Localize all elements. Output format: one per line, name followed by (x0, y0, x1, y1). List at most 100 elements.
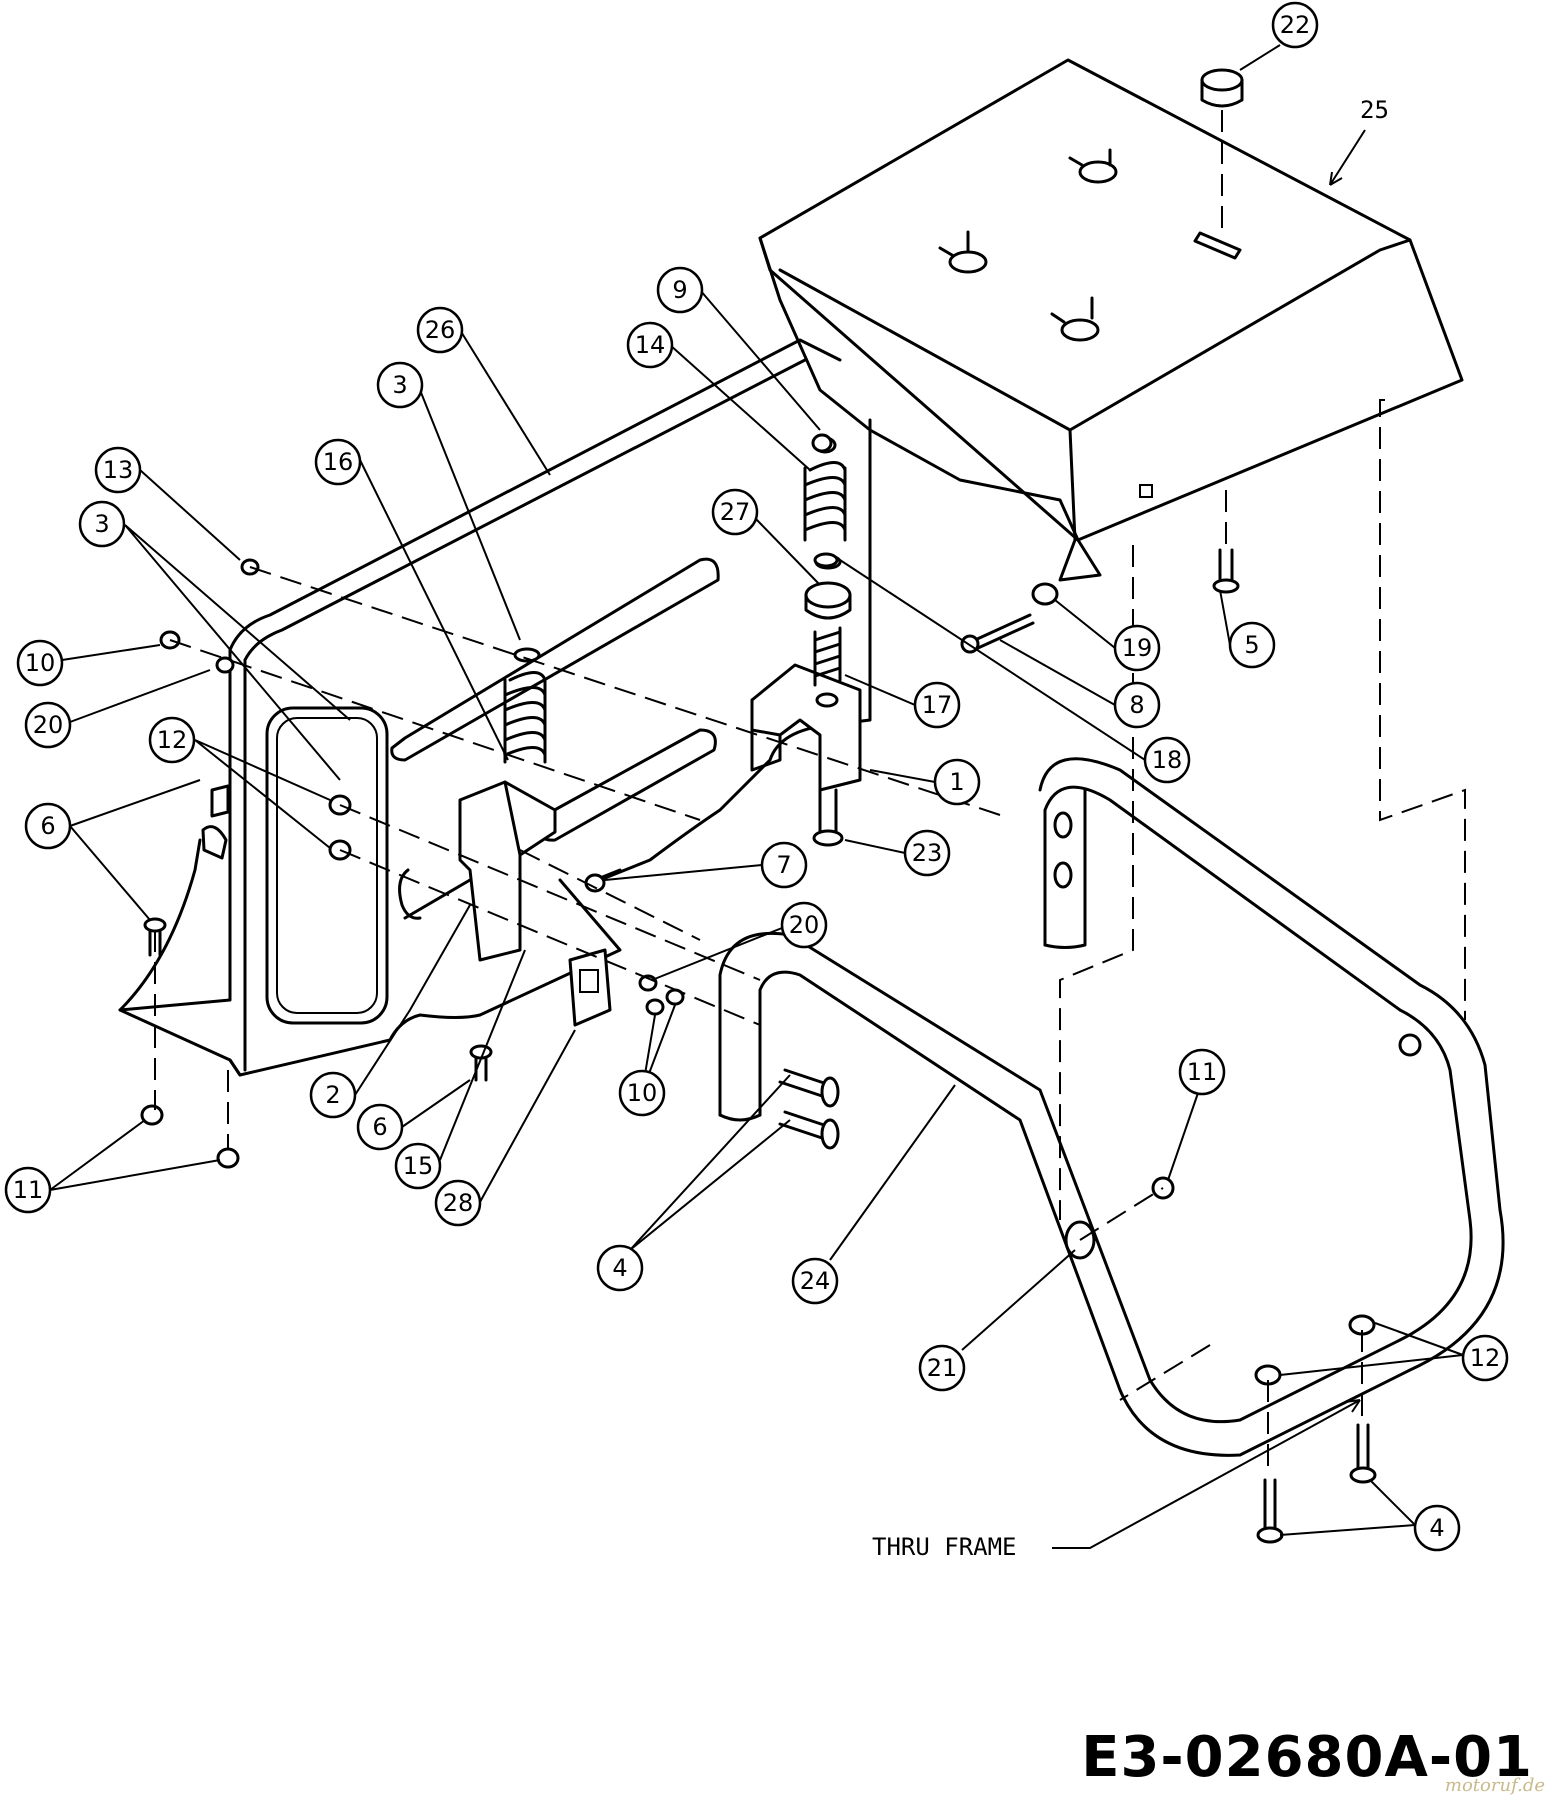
svg-text:20: 20 (789, 911, 820, 939)
leader-25 (1329, 129, 1366, 186)
bolt-6-left (143, 917, 167, 957)
callout-13: 13 (94, 446, 241, 561)
frame-panel (118, 338, 872, 1077)
nut-10-lower (645, 988, 685, 1016)
svg-text:6: 6 (372, 1113, 387, 1141)
callout-10-upper: 10 (16, 639, 161, 687)
svg-text:3: 3 (94, 510, 109, 538)
callout-26: 26 (416, 306, 551, 476)
svg-text:18: 18 (1152, 746, 1183, 774)
callout-4-right: 4 (1279, 1479, 1461, 1552)
svg-text:4: 4 (612, 1254, 627, 1282)
svg-text:23: 23 (912, 839, 943, 867)
svg-text:13: 13 (103, 456, 134, 484)
callout-15: 15 (394, 949, 526, 1190)
diagram-code: E3-02680A-01 (1081, 1725, 1533, 1790)
svg-text:26: 26 (425, 316, 456, 344)
svg-text:21: 21 (927, 1354, 958, 1382)
svg-text:19: 19 (1122, 634, 1153, 662)
knob-3 (1050, 296, 1100, 342)
thru-frame-leader (1052, 1399, 1361, 1549)
nut-11-left-a (140, 1104, 164, 1126)
knob-2 (938, 230, 988, 274)
callout-5: 5 (1219, 589, 1276, 669)
callout-27: 27 (711, 488, 821, 586)
svg-text:7: 7 (776, 851, 791, 879)
callout-3-left: 3 (78, 500, 351, 781)
spring-14 (803, 436, 847, 542)
bolt-7 (584, 868, 622, 893)
svg-text:16: 16 (323, 448, 354, 476)
callout-9: 9 (656, 266, 821, 431)
watermark: motoruf.de (1444, 1775, 1545, 1796)
callout-1: 1 (869, 758, 981, 806)
nut-11-left-b (216, 1147, 240, 1169)
svg-text:22: 22 (1280, 11, 1311, 39)
callout-8: 8 (999, 639, 1161, 729)
callout-20-lower: 20 (651, 901, 828, 981)
callout-6-bottom: 6 (356, 1079, 471, 1151)
svg-text:11: 11 (1187, 1058, 1218, 1086)
callout-24: 24 (791, 1084, 956, 1305)
callout-22: 22 (1239, 1, 1319, 71)
spring-17 (813, 626, 842, 687)
callout-7: 7 (604, 841, 808, 889)
svg-text:12: 12 (157, 726, 188, 754)
callout-21: 21 (918, 1249, 1076, 1392)
nut-12-tube (1398, 1033, 1422, 1057)
callout-14: 14 (626, 321, 811, 471)
callout-3-top: 3 (376, 361, 521, 641)
svg-text:6: 6 (40, 812, 55, 840)
callout-10-lower: 10 (618, 1004, 676, 1117)
callout-6-left: 6 (24, 779, 201, 921)
svg-text:8: 8 (1129, 691, 1144, 719)
svg-text:12: 12 (1470, 1344, 1501, 1372)
callout-12-left: 12 (148, 716, 331, 849)
svg-text:17: 17 (922, 691, 953, 719)
cover-panel (758, 58, 1464, 582)
callout-18: 18 (839, 559, 1191, 784)
knob-1 (1068, 148, 1118, 184)
bolt-4-right-a (1349, 1423, 1377, 1484)
callout-11-left: 11 (4, 1119, 221, 1214)
svg-text:14: 14 (635, 331, 666, 359)
svg-text:27: 27 (720, 498, 751, 526)
svg-text:9: 9 (672, 276, 687, 304)
svg-text:15: 15 (403, 1152, 434, 1180)
svg-text:10: 10 (627, 1079, 658, 1107)
washer-19 (1031, 582, 1059, 606)
washer-20-upper (215, 656, 235, 674)
svg-text:20: 20 (33, 711, 64, 739)
svg-text:4: 4 (1429, 1514, 1444, 1542)
callout-28: 28 (434, 1029, 576, 1227)
handle-tube-24 (718, 757, 1505, 1457)
nut-9 (811, 433, 833, 453)
svg-text:2: 2 (325, 1081, 340, 1109)
svg-text:11: 11 (13, 1176, 44, 1204)
callout-16: 16 (314, 438, 509, 761)
svg-text:3: 3 (392, 371, 407, 399)
callout-19: 19 (1054, 599, 1161, 672)
pivot-bracket-1 (750, 663, 862, 792)
svg-text:1: 1 (949, 768, 964, 796)
svg-text:10: 10 (25, 649, 56, 677)
rubber-nut-22 (1200, 68, 1244, 108)
bolt-4-right-b (1256, 1478, 1284, 1544)
bolt-4-upper (778, 1068, 840, 1108)
washer-18 (813, 552, 839, 568)
spring-16 (503, 647, 547, 764)
svg-text:5: 5 (1244, 631, 1259, 659)
callout-17: 17 (844, 674, 961, 729)
bolt-5 (1212, 548, 1240, 594)
callout-20-upper: 20 (24, 669, 211, 749)
bolt-23 (812, 788, 844, 847)
callout-2: 2 (309, 904, 471, 1119)
thru-frame-label: THRU FRAME (872, 1533, 1017, 1561)
svg-text:24: 24 (800, 1267, 831, 1295)
label-25: 25 (1360, 96, 1389, 124)
svg-text:28: 28 (443, 1189, 474, 1217)
callout-12-right: 12 (1279, 1322, 1509, 1382)
callout-11-right: 11 (1167, 1048, 1226, 1181)
